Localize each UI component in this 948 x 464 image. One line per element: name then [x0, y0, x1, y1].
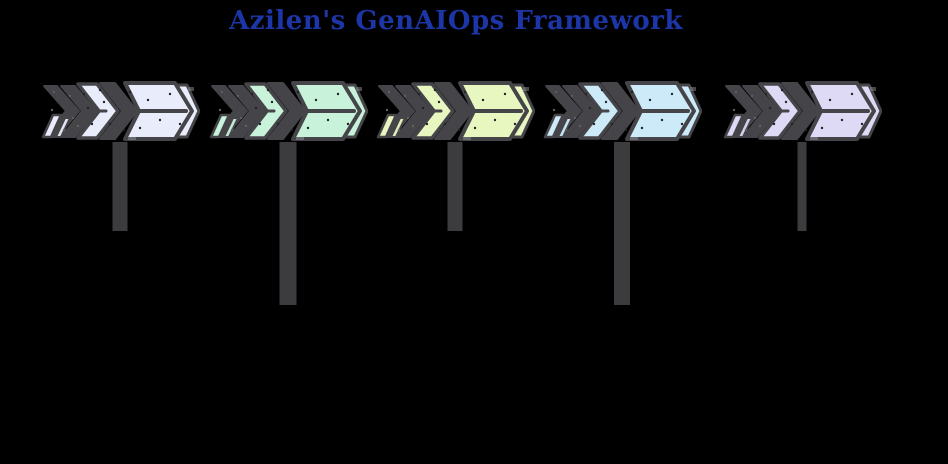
dark-chevron-separator — [99, 82, 138, 140]
connector-line — [279, 142, 297, 305]
slash-marks — [376, 113, 406, 139]
connector-line — [614, 142, 630, 305]
slash-marks — [41, 113, 71, 139]
stage-5 — [722, 80, 882, 340]
big-arrow — [458, 81, 529, 141]
fast-forward-chevron-arrow-icon — [723, 81, 882, 141]
diagram-title: Azilen's GenAIOps Framework — [229, 6, 683, 36]
slash-marks — [209, 113, 239, 139]
sketch-artifacts — [128, 87, 194, 140]
big-arrow — [625, 81, 696, 141]
fast-forward-chevron-arrow-icon — [209, 81, 368, 141]
stage-3 — [375, 80, 535, 340]
sketch-artifacts — [630, 87, 696, 140]
sketch-speckles — [552, 88, 684, 132]
dark-chevron-separator — [434, 82, 473, 140]
sketch-speckles — [385, 88, 517, 132]
sketch-speckles — [50, 88, 182, 132]
connector-line — [447, 142, 463, 231]
dark-chevron-separator — [267, 82, 306, 140]
fast-forward-chevron-arrow-icon — [41, 81, 200, 141]
sketch-artifacts — [810, 87, 876, 140]
stage-4 — [542, 80, 702, 340]
big-arrow — [291, 81, 362, 141]
sketch-artifacts — [296, 87, 362, 140]
slash-marks — [723, 113, 753, 139]
big-arrow — [805, 81, 876, 141]
fast-forward-chevron-arrow-icon — [543, 81, 702, 141]
slash-marks — [543, 113, 573, 139]
connector-line — [797, 142, 807, 231]
sketch-speckles — [218, 88, 350, 132]
title-wrap: Azilen's GenAIOps Framework — [0, 6, 912, 36]
sketch-artifacts — [463, 87, 529, 140]
fast-forward-chevron-arrow-icon — [376, 81, 535, 141]
dark-chevron-separator — [781, 82, 820, 140]
stage-1 — [40, 80, 200, 340]
connector-line — [112, 142, 128, 231]
stage-2 — [208, 80, 368, 340]
dark-chevron-separator — [601, 82, 640, 140]
sketch-speckles — [732, 88, 864, 132]
big-arrow — [123, 81, 194, 141]
